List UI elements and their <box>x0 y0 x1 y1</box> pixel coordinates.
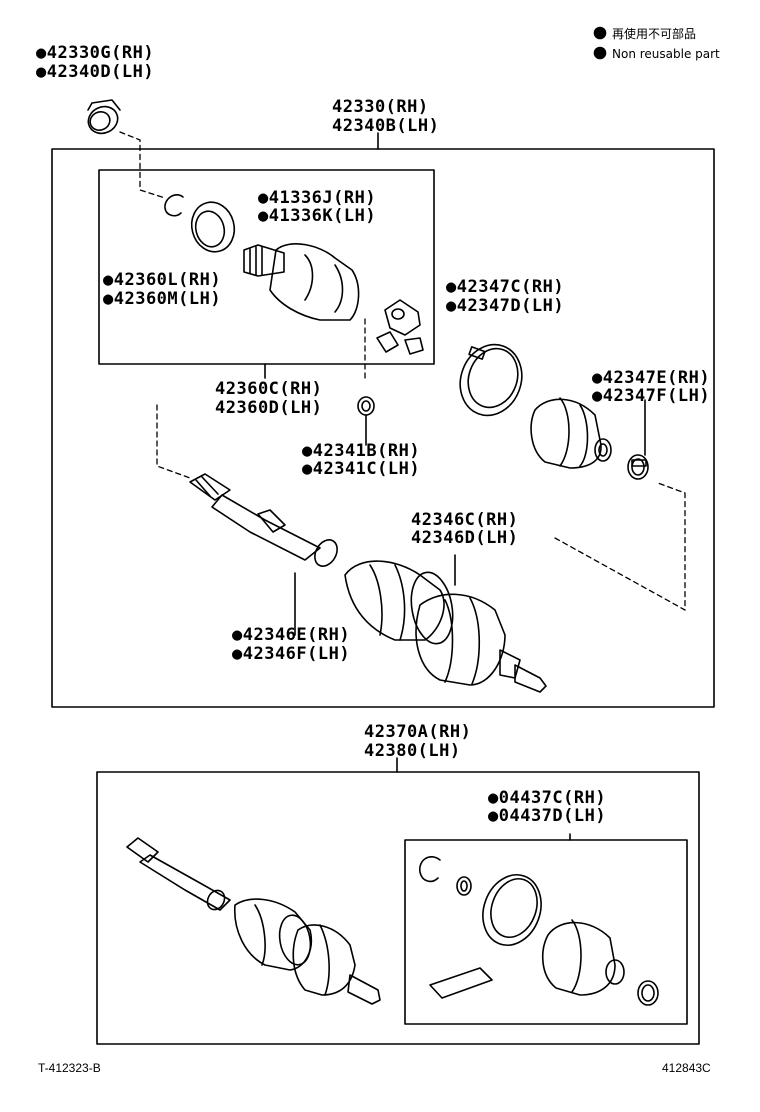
label-04437c: ●04437C(RH) <box>488 788 606 808</box>
label-42360l: ●42360L(RH) <box>103 270 221 290</box>
tripod-joint <box>376 299 424 355</box>
label-42346e: ●42346E(RH) <box>232 625 350 645</box>
label-42347d: ●42347D(LH) <box>446 296 564 316</box>
label-04437d: ●04437D(LH) <box>488 806 606 826</box>
label-42346c: 42346C(RH) <box>411 510 518 530</box>
label-42346d: 42346D(LH) <box>411 528 518 548</box>
drive-shaft-rh-frame <box>51 148 715 708</box>
label-42347f: ●42347F(LH) <box>592 386 710 406</box>
label-42330g: ●42330G(RH) <box>36 43 154 63</box>
boot-clamp-42347c <box>459 343 523 417</box>
legend-en: Non reusable part <box>612 47 720 61</box>
label-42346f: ●42346F(LH) <box>232 644 350 664</box>
label-42341b: ●42341B(RH) <box>302 441 420 461</box>
label-41336k: ●41336K(LH) <box>258 206 376 226</box>
label-42341c: ●42341C(LH) <box>302 459 420 479</box>
inner-joint-subassy-frame <box>98 169 435 365</box>
legend-jp: 再使用不可部品 <box>612 26 696 41</box>
drive-shaft-lh-frame <box>96 771 700 1045</box>
ring-41336j <box>190 201 236 253</box>
footer-right-code: 412843C <box>662 1061 711 1075</box>
oil-seal-42330g <box>87 99 121 135</box>
drive-shaft-assembly-rh <box>189 473 547 693</box>
boot-kit-frame <box>404 839 688 1025</box>
snap-ring-42341b <box>357 396 375 416</box>
footer-left-code: T-412323-B <box>38 1061 101 1075</box>
label-42360c: 42360C(RH) <box>215 379 322 399</box>
legend-bullet-en <box>593 46 607 60</box>
label-42380: 42380(LH) <box>364 741 461 761</box>
label-42370a: 42370A(RH) <box>364 722 471 742</box>
label-41336j: ●41336J(RH) <box>258 188 376 208</box>
boot-kit-parts <box>419 856 659 1006</box>
label-42360m: ●42360M(LH) <box>103 289 221 309</box>
label-42330: 42330(RH) <box>332 97 429 117</box>
label-42360d: 42360D(LH) <box>215 398 322 418</box>
legend-bullet-jp <box>593 26 607 40</box>
label-42347e: ●42347E(RH) <box>592 368 710 388</box>
label-42340b: 42340B(LH) <box>332 116 439 136</box>
drive-shaft-assembly-lh <box>126 837 381 1005</box>
label-42347c: ●42347C(RH) <box>446 277 564 297</box>
label-42340d: ●42340D(LH) <box>36 62 154 82</box>
snap-ring-42360l <box>164 193 184 217</box>
boot-clamp-42347e <box>627 454 649 480</box>
inner-joint-housing <box>243 243 360 321</box>
outer-boot <box>530 397 612 469</box>
